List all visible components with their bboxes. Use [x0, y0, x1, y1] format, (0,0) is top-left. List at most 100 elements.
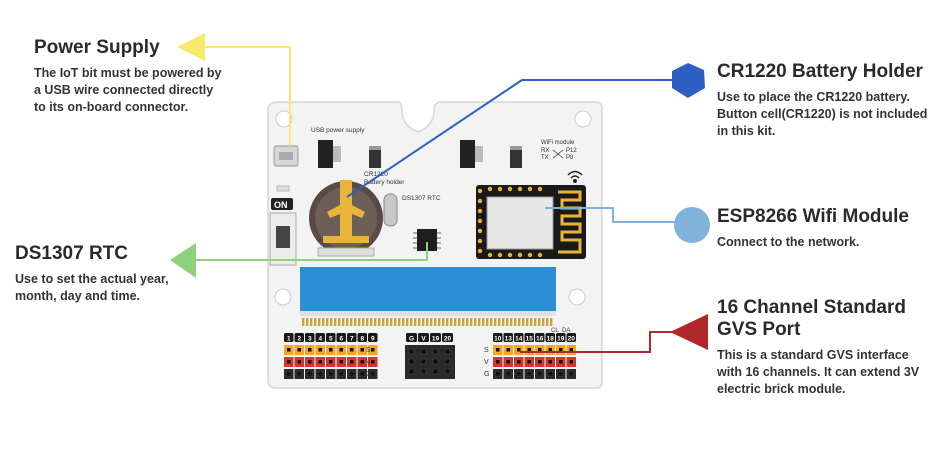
- pin-hole: [287, 348, 291, 352]
- cr1220-marker: [672, 63, 705, 98]
- pin-hole: [360, 372, 364, 376]
- row-v-right: V: [484, 359, 489, 366]
- gvs-description: This is a standard GVS interface with 16…: [717, 348, 920, 396]
- edge-connector: [302, 318, 553, 326]
- pin-number-label: 13: [505, 336, 513, 343]
- pin-number-label: 2: [297, 336, 301, 343]
- esp8266-title: ESP8266 Wifi Module: [717, 206, 909, 227]
- cr1220-callout: CR1220 Battery Holder Use to place the C…: [717, 61, 942, 140]
- ds1307-connector: [190, 242, 428, 261]
- on-switch-label-bg: [271, 198, 293, 210]
- pin-hole: [420, 358, 427, 365]
- pin-hole: [432, 358, 439, 365]
- pin-number-label: V: [421, 336, 426, 343]
- pin-hole: [538, 372, 542, 376]
- edge-connector-pad: [490, 318, 493, 326]
- power-supply-title: Power Supply: [34, 37, 160, 58]
- pin-hole: [517, 372, 521, 376]
- pin-hole: [350, 372, 354, 376]
- pin-hole: [420, 368, 427, 375]
- pin-hole: [339, 348, 343, 352]
- edge-connector-pad: [542, 318, 545, 326]
- edge-connector-pad: [406, 318, 409, 326]
- row-v-left: V: [366, 359, 371, 366]
- p12-label: P12: [566, 148, 577, 154]
- pin-hole: [496, 348, 500, 352]
- pin-number-badge: [357, 333, 367, 342]
- pin-hole: [408, 358, 415, 365]
- pin-number-badge: [566, 333, 576, 342]
- led-matrix-cutout: [300, 267, 556, 311]
- pin-number-badge: [326, 333, 336, 342]
- pin-hole: [329, 348, 333, 352]
- pin-hole: [297, 360, 301, 364]
- pin-hole: [287, 360, 291, 364]
- pin-number-label: 19: [557, 336, 565, 343]
- pin-hole: [527, 348, 531, 352]
- edge-connector-pad: [510, 318, 513, 326]
- edge-connector-pad: [494, 318, 497, 326]
- edge-connector-pad: [314, 318, 317, 326]
- edge-connector-pad: [342, 318, 345, 326]
- pin-number-badge: [524, 333, 534, 342]
- gvs-callout: 16 Channel Standard GVS Port This is a s…: [717, 297, 942, 398]
- cl-label: CL: [551, 328, 559, 334]
- edge-connector-pad: [438, 318, 441, 326]
- regulator-ic-1: [318, 140, 333, 168]
- row-s-right: S: [484, 347, 489, 354]
- pin-number-label: G: [409, 336, 414, 343]
- wifi-icon: [567, 170, 583, 183]
- pin-hole: [339, 360, 343, 364]
- ds1307-title: DS1307 RTC: [15, 243, 128, 264]
- edge-connector-pad: [534, 318, 537, 326]
- edge-connector-pad: [426, 318, 429, 326]
- battery-holder-label-1: CR1220: [364, 171, 388, 178]
- edge-connector-pad: [346, 318, 349, 326]
- pin-number-label: 14: [515, 336, 523, 343]
- pin-hole: [350, 348, 354, 352]
- edge-connector-pad: [382, 318, 385, 326]
- row-g-left: G: [366, 371, 371, 378]
- edge-connector-pad: [350, 318, 353, 326]
- pin-hole: [506, 348, 510, 352]
- pin-hole: [432, 368, 439, 375]
- edge-connector-pad: [502, 318, 505, 326]
- edge-connector-pad: [422, 318, 425, 326]
- pin-number-badge: [535, 333, 545, 342]
- edge-connector-pad: [302, 318, 305, 326]
- pin-hole: [548, 348, 552, 352]
- edge-connector-pad: [334, 318, 337, 326]
- edge-connector-pad: [370, 318, 373, 326]
- wifi-module-label: WiFi module: [541, 140, 575, 146]
- pin-number-badge: [305, 333, 315, 342]
- pin-hole: [308, 372, 312, 376]
- row-g-right: G: [484, 371, 489, 378]
- pin-number-badge: [503, 333, 513, 342]
- cr1220-connector: [346, 79, 680, 198]
- ds1307-marker: [170, 243, 196, 278]
- pin-number-badge: [406, 333, 417, 342]
- pin-hole: [339, 372, 343, 376]
- pin-number-label: 1: [287, 336, 291, 343]
- pin-hole: [548, 360, 552, 364]
- edge-connector-pad: [386, 318, 389, 326]
- pin-number-badge: [514, 333, 524, 342]
- gvs-connector: [520, 331, 680, 353]
- esp8266-connector: [545, 207, 675, 223]
- edge-connector-pad: [310, 318, 313, 326]
- pin-hole: [297, 348, 301, 352]
- ds1307-callout: DS1307 RTC Use to set the actual year, m…: [15, 243, 215, 305]
- pin-number-badge: [430, 333, 441, 342]
- pin-hole: [360, 348, 364, 352]
- p8-label: P8: [566, 155, 574, 161]
- edge-connector-pad: [322, 318, 325, 326]
- pin-hole: [517, 348, 521, 352]
- pin-hole: [318, 372, 322, 376]
- edge-connector-pad: [394, 318, 397, 326]
- pin-number-label: 9: [371, 336, 375, 343]
- edge-connector-pad: [550, 318, 553, 326]
- power-supply-connector: [178, 46, 291, 146]
- edge-connector-pad: [326, 318, 329, 326]
- edge-connector-pad: [518, 318, 521, 326]
- battery-holder-label-2: Battery holder: [364, 179, 405, 186]
